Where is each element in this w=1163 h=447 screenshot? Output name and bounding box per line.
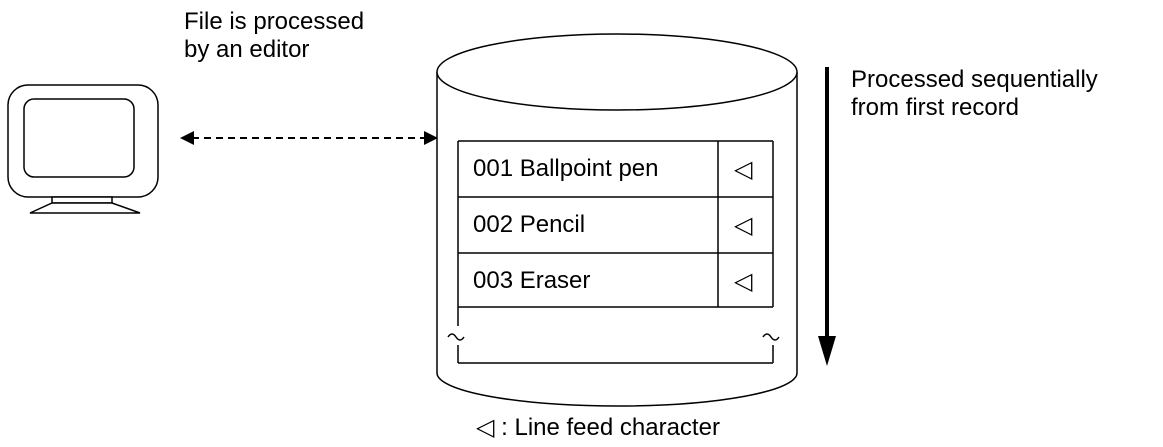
sequential-caption-line2: from first record	[851, 94, 1020, 121]
sequential-caption: Processed sequentially from first record	[851, 66, 1098, 122]
monitor-icon	[7, 84, 159, 214]
downward-arrow	[818, 67, 836, 366]
record-table	[447, 140, 780, 364]
legend-text: : Line feed character	[494, 414, 720, 441]
line-feed-icon: ◁	[734, 211, 753, 239]
line-feed-icon: ◁	[734, 155, 753, 183]
record-text-3: 003 Eraser	[473, 267, 591, 294]
editor-caption: File is processed by an editor	[184, 8, 364, 64]
legend-line-feed-icon: ◁	[476, 413, 495, 441]
record-text-1: 001 Ballpoint pen	[473, 155, 659, 182]
bidirectional-dashed-arrow	[180, 131, 438, 145]
sequential-caption-line1: Processed sequentially	[851, 66, 1098, 93]
legend: ◁ : Line feed character	[476, 413, 720, 442]
editor-caption-line1: File is processed	[184, 8, 365, 35]
disk-cylinder-icon	[436, 33, 798, 407]
record-text-2: 002 Pencil	[473, 211, 586, 238]
editor-caption-line2: by an editor	[184, 36, 310, 63]
line-feed-icon: ◁	[734, 267, 753, 295]
